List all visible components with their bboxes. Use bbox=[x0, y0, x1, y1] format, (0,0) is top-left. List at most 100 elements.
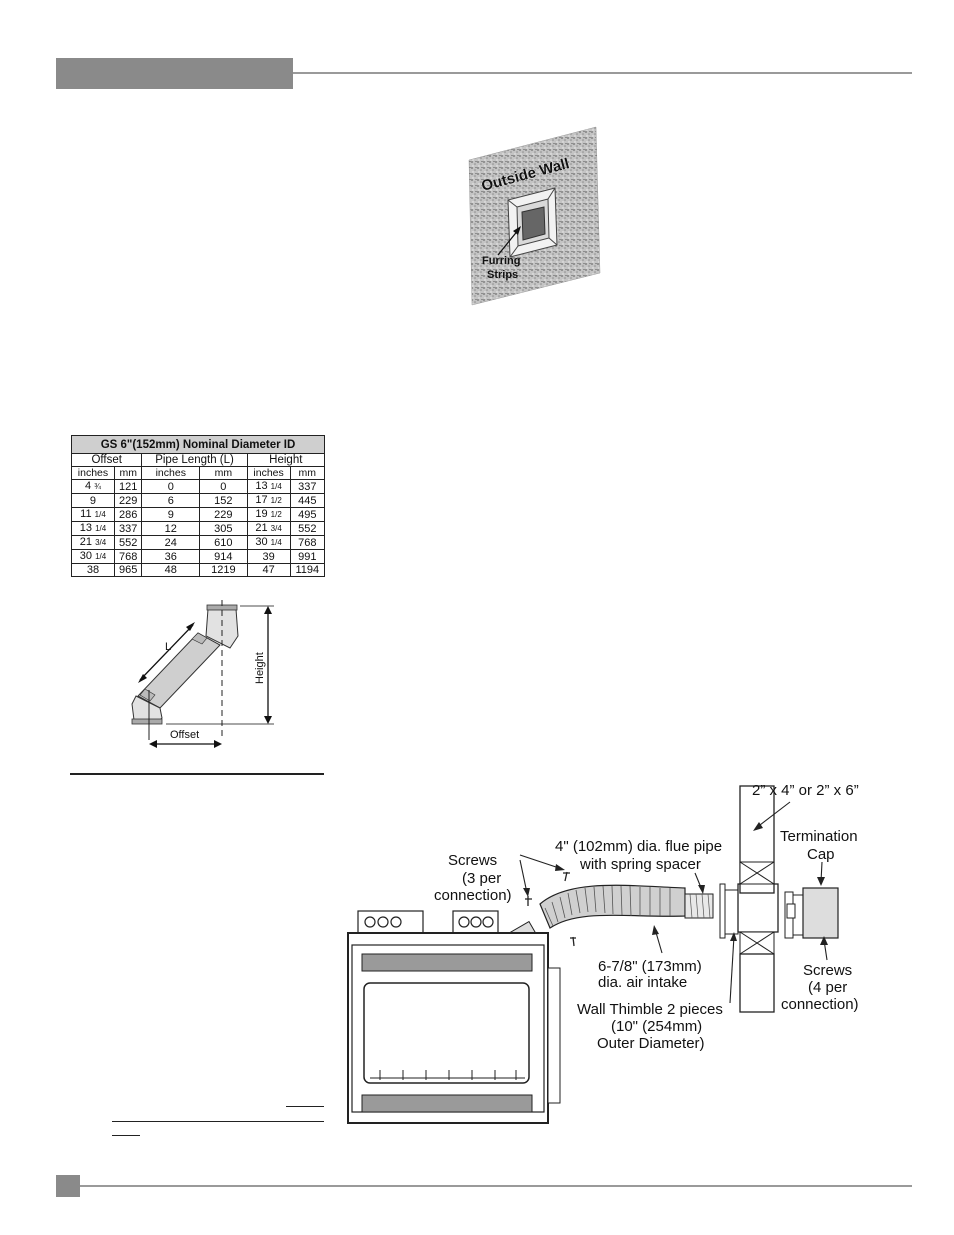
table-cell: 552 bbox=[113, 535, 143, 550]
table-cell: 39 bbox=[246, 549, 291, 564]
cell-whole: 48 bbox=[164, 564, 177, 576]
table-title: GS 6"(152mm) Nominal Diameter ID bbox=[71, 435, 325, 454]
footer-rule bbox=[80, 1185, 912, 1187]
thimble-label-line1: Wall Thimble 2 pieces bbox=[577, 1001, 723, 1018]
cell-whole: 11 bbox=[80, 508, 95, 520]
cell-fraction: 1/4 bbox=[270, 538, 282, 547]
section-header-tab bbox=[56, 58, 293, 89]
screws-label-b-line3: connection) bbox=[781, 996, 859, 1013]
table-cell: 13 1/4 bbox=[246, 479, 291, 494]
height-label: Height bbox=[254, 652, 266, 684]
unit-header: inches bbox=[246, 466, 291, 480]
table-cell: 13 1/4 bbox=[71, 521, 115, 536]
table-row: 38 965 48 1219 47 1194 bbox=[71, 563, 326, 577]
table-cell: 36 bbox=[141, 549, 201, 564]
cell-whole: 30 bbox=[79, 550, 96, 562]
fireplace-unit bbox=[347, 910, 561, 1124]
table-cell: 1219 bbox=[199, 563, 248, 577]
text-underline bbox=[112, 1121, 324, 1122]
cell-whole: 17 bbox=[255, 494, 271, 506]
table-cell: 337 bbox=[289, 479, 326, 494]
table-cell: 4 ¾ bbox=[71, 479, 115, 494]
cell-whole: 38 bbox=[86, 564, 100, 576]
cell-whole: 0 bbox=[167, 480, 174, 493]
cell-whole: 24 bbox=[164, 536, 177, 549]
cell-whole: 19 bbox=[255, 508, 271, 520]
table-cell: 30 1/4 bbox=[71, 549, 115, 564]
framing-label: 2” x 4” or 2” x 6” bbox=[752, 782, 859, 799]
table-cell: 30 1/4 bbox=[246, 535, 291, 550]
cell-whole: 47 bbox=[262, 564, 275, 576]
table-cell: 552 bbox=[289, 521, 326, 536]
table-cell: 11 1/4 bbox=[71, 507, 115, 522]
length-label: L bbox=[165, 641, 171, 653]
cell-whole: 9 bbox=[89, 494, 97, 507]
screws-label-a-line2: (3 per bbox=[462, 870, 501, 887]
unit-header: inches bbox=[141, 466, 201, 480]
table-cell: 991 bbox=[289, 549, 326, 564]
cell-whole: 13 bbox=[255, 480, 271, 492]
table-cell: 17 1/2 bbox=[246, 493, 291, 508]
table-cell: 24 bbox=[141, 535, 201, 550]
cell-fraction: 1/2 bbox=[270, 510, 282, 519]
unit-header: mm bbox=[113, 466, 143, 480]
cell-fraction: ¾ bbox=[94, 482, 101, 491]
thimble-label-line3: Outer Diameter) bbox=[597, 1035, 705, 1052]
cell-whole: 30 bbox=[255, 536, 271, 548]
thimble-label-line2: (10" (254mm) bbox=[611, 1018, 702, 1035]
table-cell: 47 bbox=[246, 563, 291, 577]
table-cell: 965 bbox=[113, 563, 143, 577]
screws-label-a-line3: connection) bbox=[434, 887, 512, 904]
cell-fraction: 3/4 bbox=[95, 538, 107, 547]
flue-label-line1: 4" (102mm) dia. flue pipe bbox=[555, 838, 722, 855]
table-cell: 38 bbox=[71, 563, 115, 577]
table-cell: 495 bbox=[289, 507, 326, 522]
section-rule bbox=[70, 773, 324, 775]
table-cell: 12 bbox=[141, 521, 201, 536]
units-row: inches mm inches mm inches mm bbox=[71, 466, 326, 480]
screws-label-a-line1: Screws bbox=[448, 852, 497, 869]
installation-diagram: 2” x 4” or 2” x 6” Termination Cap 4" (1… bbox=[347, 782, 859, 1124]
offset-diagram: L Height bbox=[131, 600, 274, 748]
table-cell: 445 bbox=[289, 493, 326, 508]
cell-whole: 6 bbox=[167, 494, 174, 507]
unit-header: mm bbox=[289, 466, 326, 480]
header-rule bbox=[293, 72, 912, 74]
flue-label-line2: with spring spacer bbox=[579, 856, 701, 873]
table-cell: 21 3/4 bbox=[246, 521, 291, 536]
cell-whole: 12 bbox=[164, 522, 177, 535]
screws-label-b-line2: (4 per bbox=[808, 979, 847, 996]
group-header-offset: Offset bbox=[70, 453, 143, 467]
offset-table: GS 6"(152mm) Nominal Diameter ID Offset … bbox=[70, 435, 326, 577]
cell-fraction: 3/4 bbox=[270, 524, 282, 533]
table-cell: 48 bbox=[141, 563, 201, 577]
table-cell: 0 bbox=[199, 479, 248, 494]
table-cell: 1194 bbox=[289, 563, 326, 577]
unit-header: inches bbox=[71, 466, 115, 480]
table-cell: 768 bbox=[113, 549, 143, 564]
table-cell: 152 bbox=[199, 493, 248, 508]
cell-whole: 9 bbox=[167, 508, 174, 521]
group-header-height: Height bbox=[246, 453, 326, 467]
table-cell: 19 1/2 bbox=[246, 507, 291, 522]
cell-fraction: 1/4 bbox=[270, 482, 282, 491]
table-cell: 337 bbox=[113, 521, 143, 536]
cell-whole: 36 bbox=[164, 550, 177, 563]
table-cell: 768 bbox=[289, 535, 326, 550]
table-cell: 121 bbox=[113, 479, 143, 494]
unit-header: mm bbox=[199, 466, 248, 480]
cell-whole: 21 bbox=[255, 522, 271, 534]
table-cell: 914 bbox=[199, 549, 248, 564]
cell-whole: 4 bbox=[85, 480, 95, 492]
screws-label-b-line1: Screws bbox=[803, 962, 852, 979]
table-cell: 229 bbox=[113, 493, 143, 508]
outside-wall-figure: Outside Wall Furring Strips bbox=[468, 126, 601, 306]
cell-fraction: 1/4 bbox=[94, 510, 106, 519]
termination-label-line2: Cap bbox=[807, 846, 835, 863]
